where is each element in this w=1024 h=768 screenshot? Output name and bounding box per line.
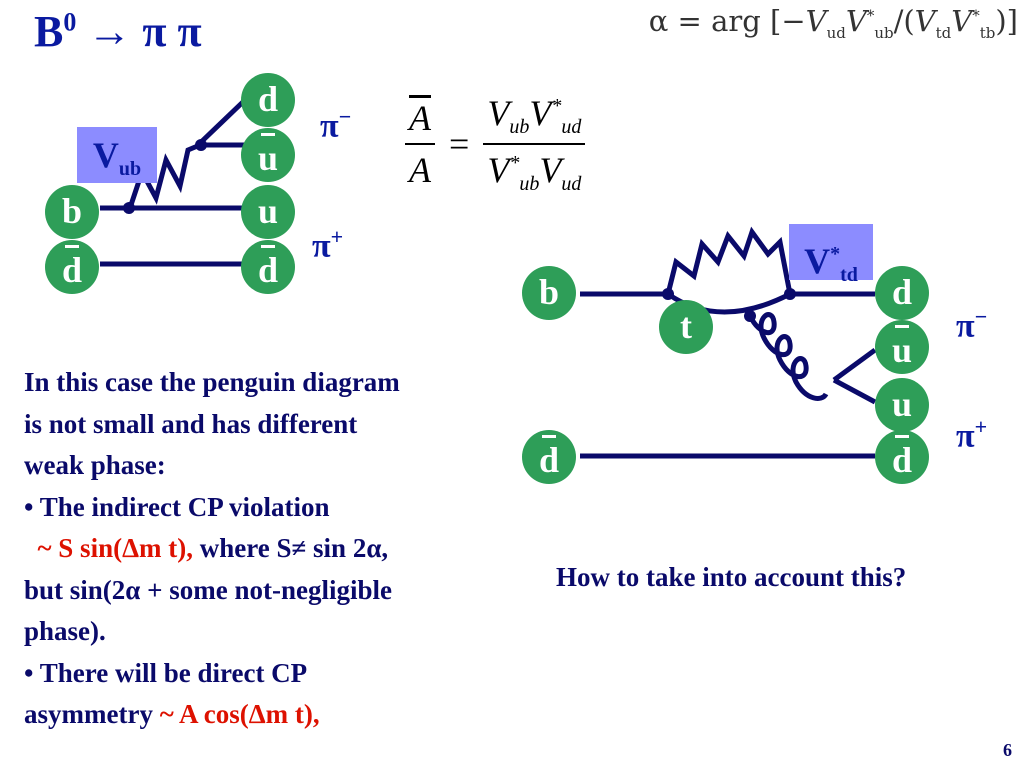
tree-vertex-dot-1	[123, 202, 135, 214]
tree-quark-d-bar-right: d	[241, 240, 295, 294]
slide-title: B0 → π π	[34, 7, 202, 56]
penguin-meson-pi-minus: π−	[956, 304, 988, 345]
amplitude-ratio-formula: A A = VubV*ud V*ubVud	[405, 92, 586, 196]
penguin-quark-d-bar-right: d	[875, 430, 929, 484]
penguin-quark-u-bar: u	[875, 320, 929, 374]
tree-quark-u-bar: u	[241, 128, 295, 182]
body-text: In this case the penguin diagram is not …	[24, 362, 514, 736]
vub-vertex-box: Vub	[77, 127, 157, 183]
ratio-rhs: VubV*ud V*ubVud	[483, 92, 586, 196]
tree-quark-u: u	[241, 185, 295, 239]
bullet-direct-cp-formula: asymmetry ~ A cos(Δm t),	[24, 699, 320, 729]
penguin-meson-pi-plus: π+	[956, 414, 988, 455]
bullet-indirect-cp-formula: ~ S sin(Δm t), where S≠ sin 2α,	[37, 533, 389, 563]
page-number: 6	[1003, 740, 1012, 760]
tree-d-line	[196, 98, 247, 147]
penguin-diagram-lines	[580, 226, 877, 459]
question-text: How to take into account this?	[556, 562, 907, 592]
body-line-1: In this case the penguin diagram	[24, 367, 400, 397]
penguin-u-line	[832, 377, 877, 405]
bullet-direct-cp: • There will be direct CP	[24, 657, 308, 688]
penguin-vertex-dot-2	[784, 288, 796, 300]
ratio-lhs: A A	[405, 97, 435, 191]
penguin-quark-u: u	[875, 378, 929, 432]
tree-meson-pi-minus: π−	[320, 104, 352, 145]
penguin-quark-t: t	[659, 300, 713, 354]
tree-vertex-dot-2	[195, 139, 207, 151]
tree-quark-d-bar-left: d	[45, 240, 99, 294]
bullet-indirect-cp-end: phase).	[24, 616, 106, 646]
body-line-2: is not small and has different	[24, 408, 358, 439]
penguin-vertex-dot-1	[662, 288, 674, 300]
penguin-quark-d: d	[875, 266, 929, 320]
penguin-gluon	[747, 312, 829, 401]
penguin-quark-d-bar-left: d	[522, 430, 576, 484]
tree-meson-pi-plus: π+	[312, 224, 344, 265]
tree-quark-b: b	[45, 185, 99, 239]
penguin-vertex-dot-3	[744, 310, 756, 322]
penguin-quark-b: b	[522, 266, 576, 320]
bullet-indirect-cp: • The indirect CP violation	[24, 491, 330, 522]
penguin-w-boson	[665, 226, 793, 295]
alpha-formula: α = arg [−VudV*ub/(VtdV*tb)]	[648, 4, 1018, 42]
vtd-vertex-box: V*td	[789, 224, 873, 286]
body-line-3: weak phase:	[24, 450, 166, 480]
bullet-indirect-cp-cont: but sin(2α + some not-negligible	[24, 574, 392, 605]
tree-quark-d: d	[241, 73, 295, 127]
penguin-ubar-line	[832, 347, 877, 383]
